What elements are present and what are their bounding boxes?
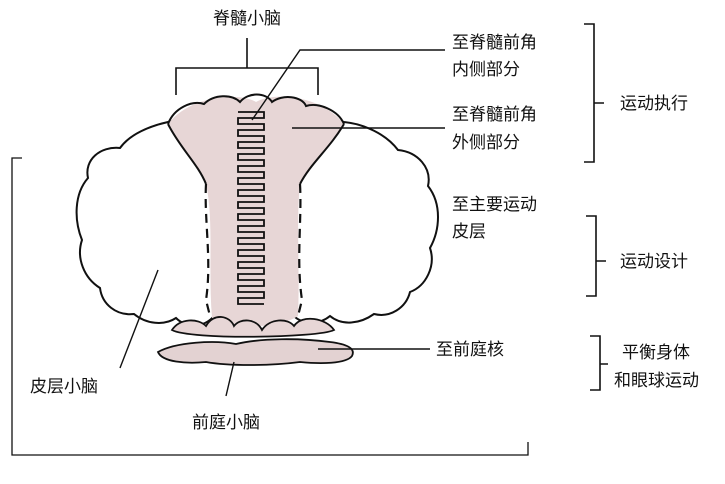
bracket-motor-planning — [586, 216, 606, 296]
vestibulocerebellum-label: 前庭小脑 — [192, 413, 260, 433]
leader-from-vestibulocerebellum — [226, 362, 234, 396]
motor-execution-label: 运动执行 — [620, 94, 688, 114]
to-lateral-horn-label-2: 外侧部分 — [452, 133, 520, 153]
spinocerebellum-bracket — [176, 38, 318, 95]
to-lateral-horn-label-1: 至脊髓前角 — [452, 105, 537, 125]
spinocerebellum-label: 脊髓小脑 — [213, 9, 281, 29]
to-medial-horn-label-2: 内侧部分 — [452, 60, 520, 80]
balance-label-2: 和眼球运动 — [614, 371, 699, 391]
cerebrocerebellum-label: 皮层小脑 — [30, 377, 98, 397]
bracket-motor-execution — [584, 24, 604, 162]
flocculonodular-lobe — [158, 339, 353, 365]
to-motor-cortex-label-2: 皮层 — [452, 222, 486, 242]
to-medial-horn-label-1: 至脊髓前角 — [452, 33, 537, 53]
to-vestibular-nucleus-label: 至前庭核 — [436, 340, 504, 360]
bracket-balance — [590, 336, 608, 390]
to-motor-cortex-label-1: 至主要运动 — [452, 195, 537, 215]
motor-planning-label: 运动设计 — [620, 252, 688, 272]
balance-label-1: 平衡身体 — [622, 343, 690, 363]
